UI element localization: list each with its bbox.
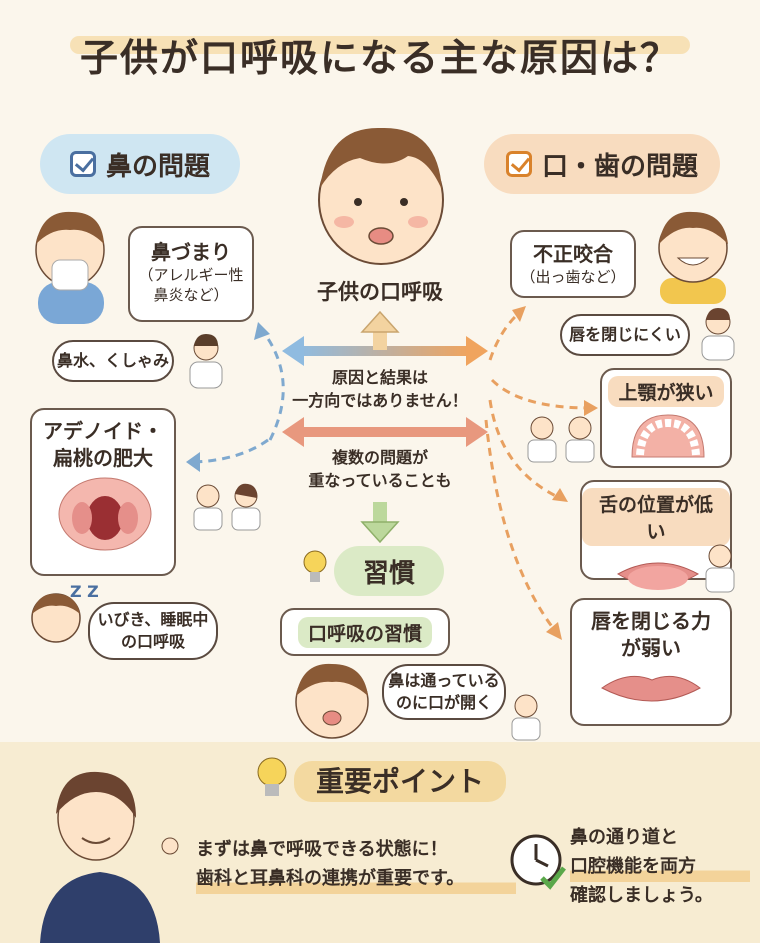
dentist-icon: [701, 308, 735, 361]
bubble-habit: 鼻は通っているのに口が開く: [382, 664, 506, 720]
important-line-1: まずは鼻で呼吸できる状態に！: [196, 839, 448, 860]
medical-staff-icons: [193, 483, 261, 531]
throat-illustration: [58, 477, 152, 551]
zzz-text: Z Z: [70, 582, 99, 601]
center-label: 子供の口呼吸: [317, 280, 443, 304]
card-nasal-congestion: 鼻づまり （アレルギー性鼻炎など）: [128, 226, 254, 322]
center-note-top: 原因と結果は一方向ではありません！: [292, 368, 468, 411]
check-icon: [505, 151, 532, 177]
page-title: 子供が口呼吸になる主な原因は？: [79, 36, 680, 80]
title-highlight: [70, 36, 690, 54]
upper-jaw-illustration: [631, 414, 705, 458]
lightbulb-icon: [257, 757, 287, 796]
habit-header: 習慣: [334, 546, 444, 596]
weak-lips-title: 唇を閉じる力が弱い: [591, 609, 711, 660]
malocclusion-title: 不正咬合: [533, 242, 613, 266]
card-habit: 口呼吸の習慣: [280, 608, 450, 656]
card-weak-lips: 唇を閉じる力が弱い: [570, 598, 732, 726]
staff-icon: [511, 694, 541, 741]
center-note-bottom: 複数の問題が重なっていることも: [308, 448, 452, 491]
low-tongue-title: 舌の位置が低い: [582, 488, 730, 546]
malocclusion-sub: （出っ歯など）: [520, 268, 626, 286]
bubble-lips: 唇を閉じにくい: [560, 314, 690, 356]
important-side-text: 鼻の通り道と 口腔機能を両方 確認しましょう。: [570, 824, 750, 910]
card-low-tongue: 舌の位置が低い: [580, 480, 732, 590]
lightbulb-icon: [303, 550, 327, 582]
tongue-illustration: [616, 562, 700, 590]
important-header-wrap: 重要ポイント: [294, 760, 507, 802]
card-narrow-jaw: 上顎が狭い: [600, 368, 732, 468]
smiling-child-illustration: [658, 211, 728, 304]
check-icon: [69, 151, 96, 177]
congestion-title: 鼻づまり: [151, 240, 231, 264]
doctor-icon: [189, 334, 223, 389]
important-main-text: まずは鼻で呼吸できる状態に！ 歯科と耳鼻科の連携が重要です。: [196, 836, 516, 894]
important-line-2: 歯科と耳鼻科の連携が重要です。: [196, 864, 516, 894]
narrow-jaw-title: 上顎が狭い: [608, 376, 724, 407]
important-header: 重要ポイント: [294, 761, 507, 802]
lips-illustration: [601, 675, 701, 702]
clock-icon: [510, 834, 566, 890]
double-arrow-top: [282, 336, 488, 366]
bubble-snore: いびき、睡眠中の口呼吸: [88, 602, 218, 660]
card-adenoid: アデノイド・扁桃の肥大: [30, 408, 176, 576]
dental-staff-icons: [527, 416, 595, 463]
down-arrow: [360, 502, 400, 544]
open-mouth-child-illustration: [295, 663, 369, 739]
sleeping-child-illustration: [31, 593, 81, 643]
habit-title: 口呼吸の習慣: [297, 616, 432, 648]
sneezing-child-illustration: [35, 211, 105, 324]
adenoid-title: アデノイド・扁桃の肥大: [43, 419, 163, 470]
bubble-sneeze: 鼻水、くしゃみ: [52, 340, 174, 382]
card-malocclusion: 不正咬合 （出っ歯など）: [510, 230, 636, 298]
double-arrow-bottom: [282, 417, 488, 447]
staff-icon: [705, 544, 735, 593]
congestion-sub: （アレルギー性鼻炎など）: [138, 266, 244, 305]
nose-header: 鼻の問題: [40, 134, 240, 194]
mouth-header: 口・歯の問題: [484, 134, 720, 194]
nurse-illustration: [40, 771, 179, 943]
up-arrow: [360, 310, 400, 350]
child-face-illustration: [318, 127, 444, 265]
